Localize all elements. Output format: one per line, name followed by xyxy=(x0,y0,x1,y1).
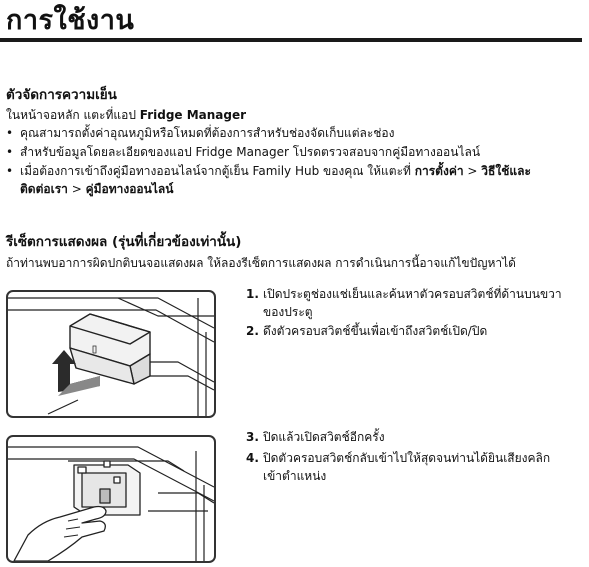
step-text-line-2: ของประตู xyxy=(263,305,313,319)
step-text: ปิดแล้วเปิดสวิตช์อีกครั้ง xyxy=(263,430,385,444)
cooling-intro: ในหน้าจอหลัก แตะที่แอป Fridge Manager xyxy=(6,106,246,124)
bullet-dot: • xyxy=(6,126,14,140)
step-number: 2. xyxy=(246,324,259,338)
figure-open-cover xyxy=(6,290,216,418)
bullet-text: เมื่อต้องการเข้าถึงคู่มือทางออนไลน์จากตู… xyxy=(20,162,580,198)
step-text: เปิดประตูช่องแช่เย็นและค้นหาตัวครอบสวิตช… xyxy=(263,285,583,321)
step-4: 4. ปิดตัวครอบสวิตช์กลับเข้าไปให้สุดจนท่า… xyxy=(246,449,586,487)
cooling-heading: ตัวจัดการความเย็น xyxy=(6,87,117,103)
reset-heading: รีเซ็ตการแสดงผล (รุ่นที่เกี่ยวข้องเท่านั… xyxy=(6,234,242,250)
contact-menu: ติดต่อเรา xyxy=(20,182,68,196)
bullet-dot: • xyxy=(6,164,14,178)
bullet-text: สำหรับข้อมูลโดยละเอียดของแอป Fridge Mana… xyxy=(20,145,481,159)
cooling-bullet-3: • เมื่อต้องการเข้าถึงคู่มือทางออนไลน์จาก… xyxy=(6,162,576,200)
settings-menu: การตั้งค่า xyxy=(414,164,464,178)
bullet-text: คุณสามารถตั้งค่าอุณหภูมิหรือโหมดที่ต้องก… xyxy=(20,126,395,140)
path-separator: > xyxy=(67,182,86,196)
bullet-dot: • xyxy=(6,145,14,159)
bullet-text-prefix: เมื่อต้องการเข้าถึงคู่มือทางออนไลน์จากตู… xyxy=(20,164,415,178)
step-number: 3. xyxy=(246,430,259,444)
step-text: ดึงตัวครอบสวิตช์ขึ้นเพื่อเข้าถึงสวิตช์เป… xyxy=(263,324,488,338)
step-text-line-1: ปิดตัวครอบสวิตช์กลับเข้าไปให้สุดจนท่านได… xyxy=(263,451,551,465)
step-1: 1. เปิดประตูช่องแช่เย็นและค้นหาตัวครอบสว… xyxy=(246,285,586,323)
cooling-intro-text: ในหน้าจอหลัก แตะที่แอป xyxy=(6,108,140,122)
step-text: ปิดตัวครอบสวิตช์กลับเข้าไปให้สุดจนท่านได… xyxy=(263,449,583,485)
online-manual-menu: คู่มือทางออนไลน์ xyxy=(85,182,174,196)
reset-intro: ถ้าท่านพบอาการผิดปกติบนจอแสดงผล ให้ลองรี… xyxy=(6,256,516,270)
path-separator: > xyxy=(463,164,482,178)
howto-menu: วิธีใช้และ xyxy=(481,164,531,178)
step-text-line-2: เข้าตำแหน่ง xyxy=(263,469,327,483)
app-name: Fridge Manager xyxy=(139,108,247,122)
page-title: การใช้งาน xyxy=(6,5,135,36)
step-text-line-1: เปิดประตูช่องแช่เย็นและค้นหาตัวครอบสวิตช… xyxy=(263,287,562,301)
step-number: 4. xyxy=(246,451,259,465)
step-number: 1. xyxy=(246,287,259,301)
illustration-lift-cover xyxy=(8,297,214,416)
figure-press-switch xyxy=(6,435,216,563)
illustration-switch-hand xyxy=(8,446,214,561)
title-underline xyxy=(0,38,582,42)
